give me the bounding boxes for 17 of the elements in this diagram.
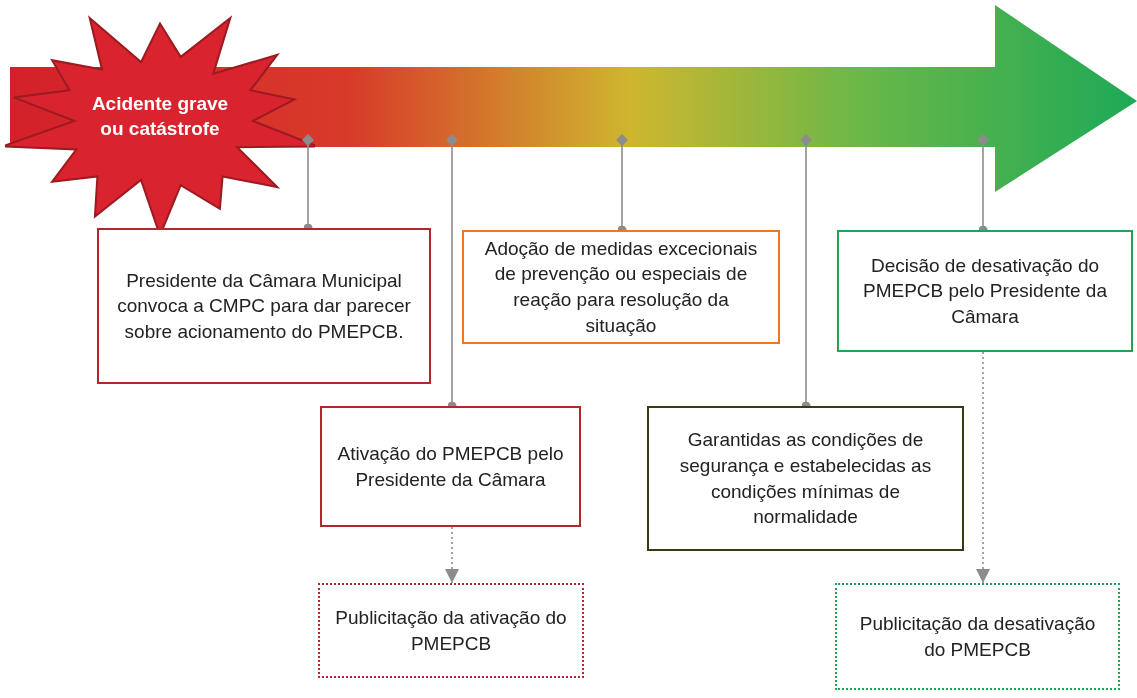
step-box bbox=[97, 228, 431, 384]
step-box bbox=[835, 583, 1120, 690]
step-text: Presidente da Câmara Municipal convoca a CMPC para dar parecer sobre acionamento do PMEPCB. bbox=[116, 268, 412, 344]
step-text: Garantidas as condições de segurança e estabelecidas as condições mínimas de normalidade bbox=[678, 428, 933, 530]
step-box bbox=[837, 230, 1133, 352]
arrow bbox=[445, 526, 459, 584]
step-box bbox=[320, 406, 581, 527]
step-text: Decisão de desativação do PMEPCB pelo Presidente da Câmara bbox=[862, 253, 1108, 329]
step-text: Publicitação da ativação do PMEPCB bbox=[334, 605, 568, 656]
step-box bbox=[462, 230, 780, 344]
event-text: Acidente grave ou catástrofe bbox=[90, 92, 230, 141]
step-text: Adoção de medidas excecionais de prevenção ou especiais de reação para resolução da situação bbox=[483, 236, 759, 338]
step-text: Ativação do PMEPCB pelo Presidente da Câmara bbox=[336, 441, 565, 492]
arrow bbox=[976, 351, 990, 584]
step-text: Publicitação da desativação do PMEPCB bbox=[858, 611, 1097, 662]
step-box bbox=[647, 406, 964, 551]
step-box bbox=[318, 583, 584, 678]
